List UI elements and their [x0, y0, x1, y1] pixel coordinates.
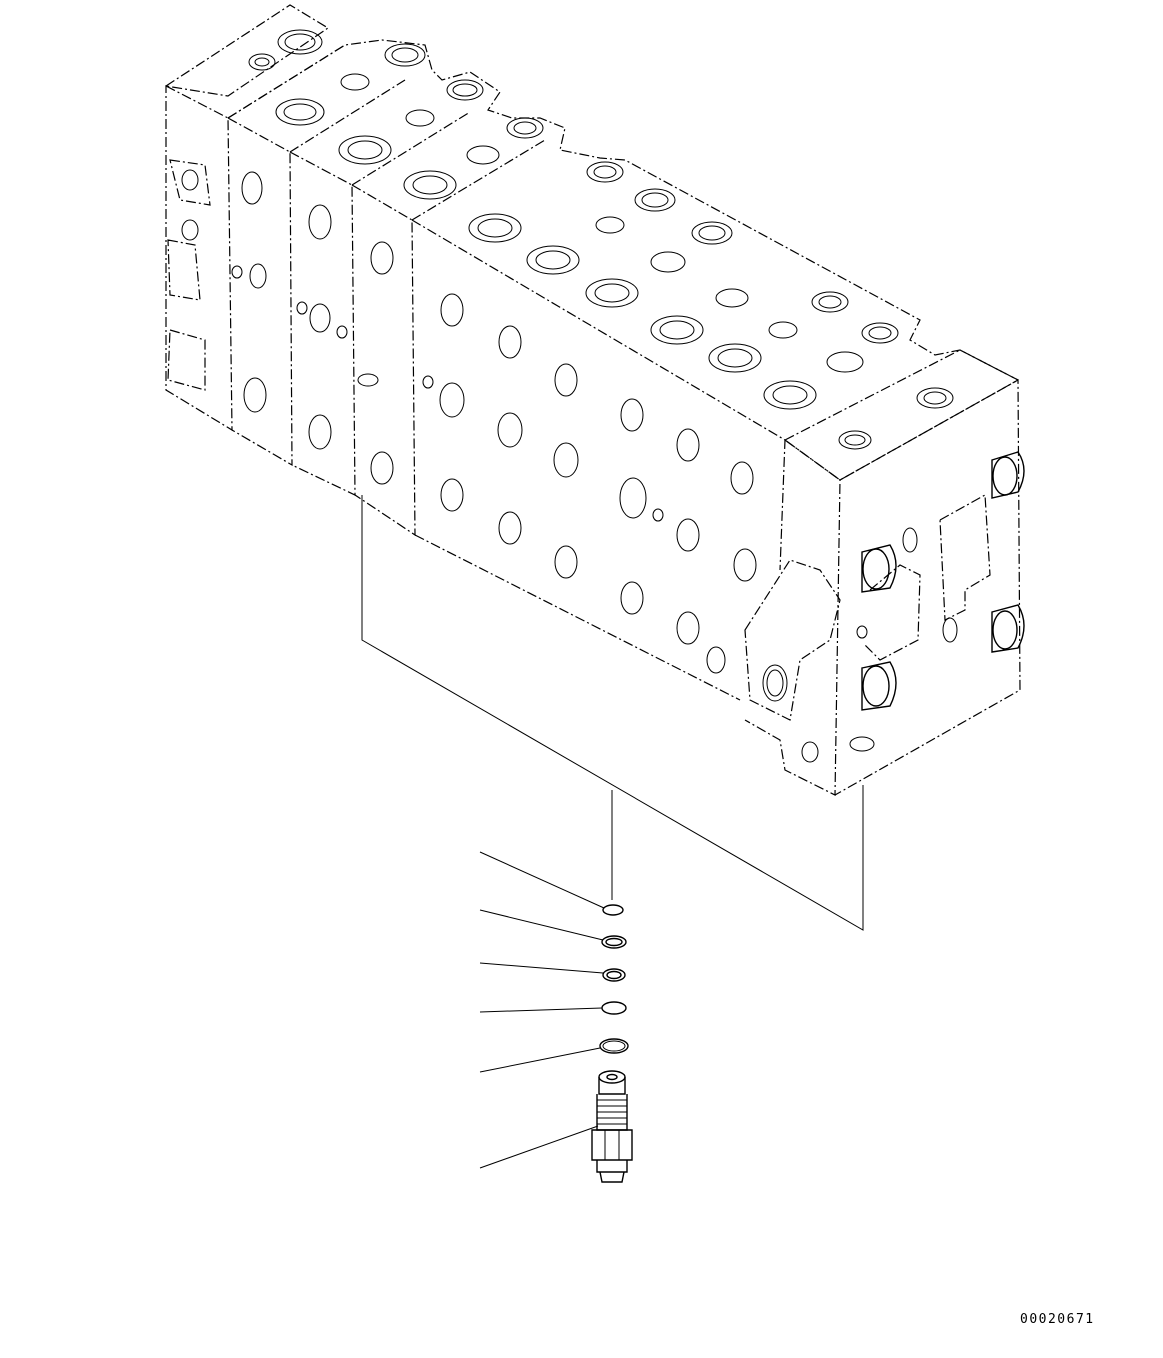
drawing-number: 00020671 — [1020, 1312, 1095, 1327]
part-relief-valve — [591, 1070, 633, 1183]
part-o-ring-large — [599, 1038, 629, 1054]
callout-leaders — [479, 851, 605, 1169]
part-o-ring-thick — [602, 968, 626, 982]
part-o-ring — [601, 1001, 627, 1015]
control-valve-body — [164, 4, 1021, 796]
valve-ports-front — [181, 169, 757, 674]
valve-ports-top — [248, 29, 954, 450]
assembly-leader-lines — [361, 495, 864, 931]
part-backup-ring — [601, 935, 627, 949]
part-o-ring-small — [602, 904, 624, 916]
valve-end-plugs — [762, 451, 1025, 763]
